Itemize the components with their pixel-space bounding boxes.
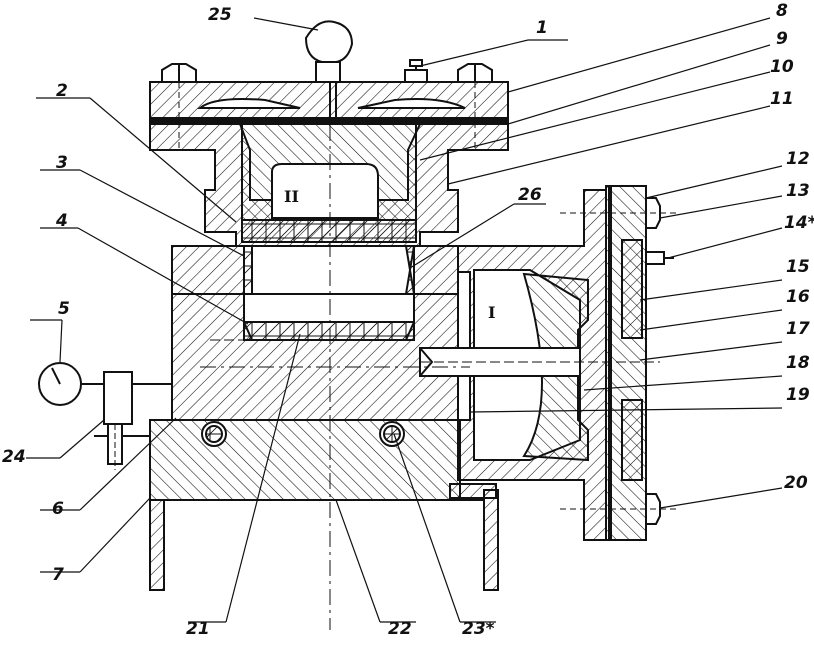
callout-12: 12 [786, 149, 810, 169]
callout-1: 1 [536, 18, 548, 38]
lower-block [171, 293, 459, 421]
callout-8: 8 [776, 1, 788, 21]
chamber-label-lower: I [488, 303, 495, 322]
callout-19: 19 [786, 385, 810, 405]
gauge-bracket [94, 371, 172, 470]
flange-fitting-14 [645, 251, 674, 265]
callout-18: 18 [786, 353, 810, 373]
callout-10: 10 [770, 57, 794, 77]
callout-21: 21 [186, 619, 210, 639]
callout-13: 13 [786, 181, 810, 201]
callout-7: 7 [52, 565, 64, 585]
chamber-label-upper: II [284, 187, 299, 206]
callout-9: 9 [776, 29, 788, 49]
callout-14: 14* [784, 213, 814, 233]
upper-piston [241, 123, 417, 243]
pressure-gauge [38, 362, 104, 406]
callout-17: 17 [786, 319, 810, 339]
main-body [171, 245, 459, 295]
flange-bolt-top [560, 197, 680, 229]
callout-4: 4 [55, 211, 68, 231]
callout-25: 25 [208, 5, 232, 25]
callout-26: 26 [518, 185, 542, 205]
flange-bolt-bottom [560, 493, 680, 525]
callout-11: 11 [770, 89, 794, 109]
support-stand [149, 489, 499, 591]
top-bolt-right [457, 63, 493, 150]
callout-6: 6 [52, 499, 64, 519]
leader-lines [26, 17, 783, 623]
callout-22: 22 [388, 619, 412, 639]
callout-16: 16 [786, 287, 810, 307]
callout-5: 5 [58, 299, 70, 319]
callout-23: 23* [462, 619, 495, 639]
callout-20: 20 [784, 473, 808, 493]
callout-24: 24 [2, 447, 26, 467]
push-rod [419, 347, 660, 377]
callout-3: 3 [56, 153, 68, 173]
side-flange-cover [605, 185, 647, 541]
callout-15: 15 [786, 257, 810, 277]
base-connector [449, 483, 497, 499]
callout-2: 2 [56, 81, 68, 101]
fitting-1 [404, 59, 428, 83]
top-bolt-left [161, 63, 197, 150]
